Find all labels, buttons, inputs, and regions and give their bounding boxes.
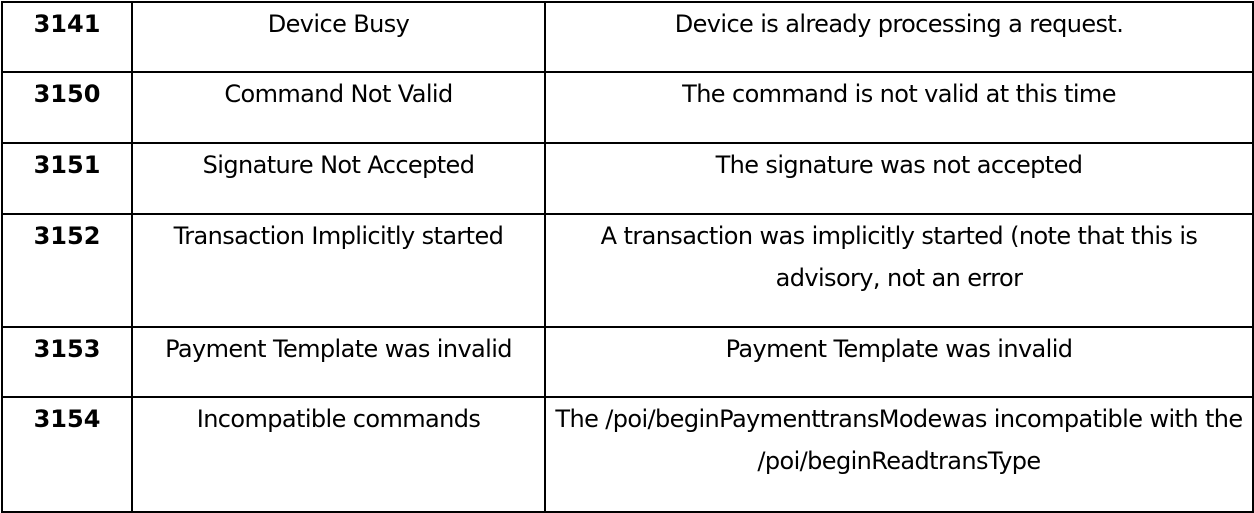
error-code-cell: 3153: [1, 326, 133, 398]
error-name-cell: Signature Not Accepted: [131, 142, 546, 215]
error-name-cell: Payment Template was invalid: [131, 326, 546, 398]
table-row: 3154 Incompatible commands The /poi/begi…: [1, 396, 1254, 513]
table-row: 3150 Command Not Valid The command is no…: [1, 71, 1254, 144]
table-row: 3151 Signature Not Accepted The signatur…: [1, 142, 1254, 215]
error-name-cell: Device Busy: [131, 1, 546, 73]
error-name-cell: Incompatible commands: [131, 396, 546, 513]
error-code-cell: 3141: [1, 1, 133, 73]
table-row: 3141 Device Busy Device is already proce…: [1, 1, 1254, 73]
error-description-cell: The command is not valid at this time: [544, 71, 1254, 144]
error-code-cell: 3151: [1, 142, 133, 215]
error-name-cell: Transaction Implicitly started: [131, 213, 546, 328]
error-description-cell: A transaction was implicitly started (no…: [544, 213, 1254, 328]
error-description-cell: Payment Template was invalid: [544, 326, 1254, 398]
table-row: 3153 Payment Template was invalid Paymen…: [1, 326, 1254, 398]
error-description-cell: The /poi/beginPaymenttransModewas incomp…: [544, 396, 1254, 513]
error-code-cell: 3150: [1, 71, 133, 144]
error-description-cell: The signature was not accepted: [544, 142, 1254, 215]
error-code-cell: 3152: [1, 213, 133, 328]
table-row: 3152 Transaction Implicitly started A tr…: [1, 213, 1254, 328]
error-description-cell: Device is already processing a request.: [544, 1, 1254, 73]
error-code-cell: 3154: [1, 396, 133, 513]
error-name-cell: Command Not Valid: [131, 71, 546, 144]
